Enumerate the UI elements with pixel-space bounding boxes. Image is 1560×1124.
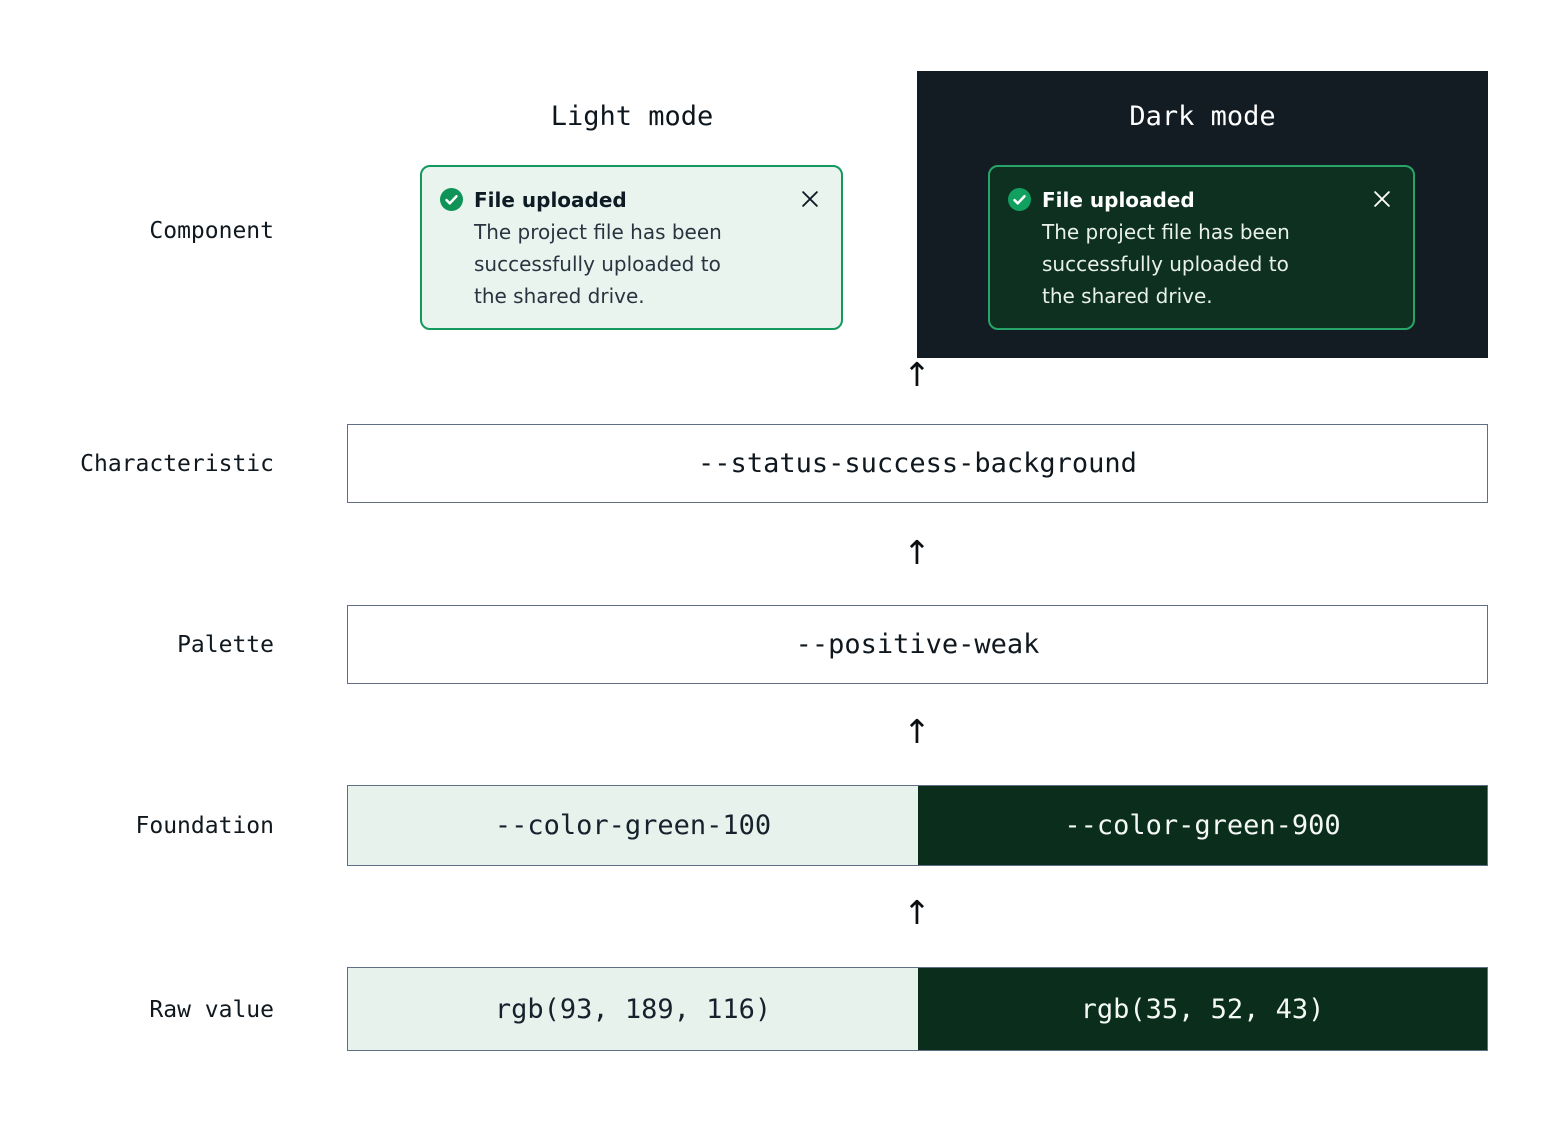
up-arrow-icon: ↑: [903, 355, 931, 394]
toast-dark: File uploaded The project file has been …: [988, 165, 1415, 330]
raw-value-box: rgb(93, 189, 116) rgb(35, 52, 43): [347, 967, 1488, 1051]
toast-title: File uploaded: [1042, 188, 1195, 212]
dark-mode-header: Dark mode: [1129, 101, 1276, 132]
level-label-component: Component: [149, 218, 274, 244]
level-label-characteristic: Characteristic: [80, 451, 274, 477]
up-arrow-icon: ↑: [903, 533, 931, 572]
raw-value-dark: rgb(35, 52, 43): [1080, 993, 1325, 1025]
up-arrow-icon: ↑: [903, 712, 931, 751]
close-button[interactable]: [799, 187, 823, 211]
foundation-token-box: --color-green-100 --color-green-900: [347, 785, 1488, 866]
level-label-palette: Palette: [177, 632, 274, 658]
close-x-icon: [1371, 188, 1395, 210]
check-circle-icon: [440, 184, 474, 216]
foundation-light-swatch: --color-green-100: [348, 786, 918, 865]
check-circle-icon: [1008, 184, 1042, 216]
up-arrow-icon: ↑: [903, 893, 931, 932]
close-x-icon: [799, 188, 823, 210]
toast-light: File uploaded The project file has been …: [420, 165, 843, 330]
palette-token-box: --positive-weak: [347, 605, 1488, 684]
characteristic-token-box: --status-success-background: [347, 424, 1488, 503]
raw-value-dark-swatch: rgb(35, 52, 43): [918, 968, 1487, 1050]
light-mode-header: Light mode: [550, 101, 714, 132]
close-button[interactable]: [1371, 187, 1395, 211]
characteristic-token: --status-success-background: [698, 448, 1137, 479]
toast-title: File uploaded: [474, 188, 627, 212]
raw-value-light-swatch: rgb(93, 189, 116): [348, 968, 918, 1050]
foundation-dark-swatch: --color-green-900: [918, 786, 1487, 865]
palette-token: --positive-weak: [795, 629, 1040, 660]
toast-body: The project file has been successfully u…: [1042, 220, 1290, 308]
raw-value-light: rgb(93, 189, 116): [494, 993, 772, 1025]
toast-body: The project file has been successfully u…: [474, 220, 722, 308]
level-label-raw-value: Raw value: [149, 997, 274, 1023]
level-label-foundation: Foundation: [135, 813, 274, 839]
foundation-light-token: --color-green-100: [494, 810, 772, 841]
foundation-dark-token: --color-green-900: [1064, 810, 1341, 841]
